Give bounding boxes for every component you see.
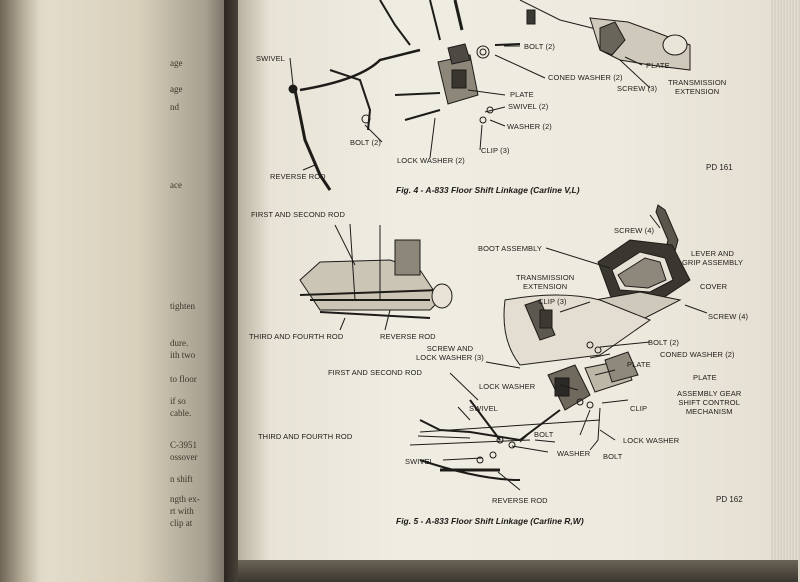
fig5-label-reverse-rod-bottom: REVERSE ROD bbox=[492, 496, 548, 505]
fig5-label-plate-2: PLATE bbox=[693, 373, 717, 382]
fig5-drawing bbox=[409, 204, 708, 491]
left-text-fragment: ngth ex- bbox=[170, 494, 200, 504]
fig4-label-reverse-rod: REVERSE ROD bbox=[270, 172, 326, 181]
page-stack-edge bbox=[770, 0, 800, 582]
fig4-label-coned-washer: CONED WASHER (2) bbox=[548, 73, 623, 82]
fig5-label-screw-lock-washer: SCREW AND LOCK WASHER (3) bbox=[416, 344, 484, 362]
fig5-label-first-second-rod-mid: FIRST AND SECOND ROD bbox=[328, 368, 422, 377]
fig5-label-third-fourth-rod-top: THIRD AND FOURTH ROD bbox=[249, 332, 344, 341]
left-text-fragment: nd bbox=[170, 102, 179, 112]
left-text-fragment: age bbox=[170, 58, 183, 68]
fig5-label-screw-right: SCREW (4) bbox=[708, 312, 749, 321]
left-text-fragment: rt with bbox=[170, 506, 194, 516]
fig5-label-swivel-mid: SWIVEL bbox=[469, 404, 498, 413]
fig4-label-bolt: BOLT (2) bbox=[524, 42, 555, 51]
fig5-pd-number: PD 162 bbox=[716, 495, 743, 504]
fig5-label-lock-washer-bottom: LOCK WASHER bbox=[623, 436, 680, 445]
left-text-fragment: tighten bbox=[170, 301, 195, 311]
fig4-label-plate-mid: PLATE bbox=[510, 90, 534, 99]
book-bottom-edge bbox=[238, 560, 798, 582]
fig5-label-lock-washer-mid: LOCK WASHER bbox=[479, 382, 536, 391]
left-text-fragment: ossover bbox=[170, 452, 198, 462]
fig4-label-plate-right: PLATE bbox=[646, 61, 670, 70]
fig5-label-screw-top: SCREW (4) bbox=[614, 226, 655, 235]
fig5-label-boot-assembly: BOOT ASSEMBLY bbox=[478, 244, 542, 253]
fig4-label-swivel-2: SWIVEL (2) bbox=[508, 102, 549, 111]
fig4-label-clip: CLIP (3) bbox=[481, 146, 510, 155]
fig5-label-bolt: BOLT (2) bbox=[648, 338, 679, 347]
fig5-label-lever-grip: LEVER AND GRIP ASSEMBLY bbox=[682, 249, 744, 267]
left-text-fragment: ace bbox=[170, 180, 182, 190]
fig5-label-clip-top: CLIP (3) bbox=[538, 297, 567, 306]
fig5-label-coned-washer: CONED WASHER (2) bbox=[660, 350, 735, 359]
left-text-fragment: C-3951 bbox=[170, 440, 197, 450]
fig5-label-assembly-gear: ASSEMBLY GEAR SHIFT CONTROL MECHANISM bbox=[677, 389, 742, 416]
fig5-label-first-second-rod-top: FIRST AND SECOND ROD bbox=[251, 210, 345, 219]
fig5-inset-drawing bbox=[299, 223, 453, 331]
fig4-label-lock-washer: LOCK WASHER (2) bbox=[397, 156, 465, 165]
fig5-label-cover: COVER bbox=[700, 282, 728, 291]
fig4-label-bolt-left: BOLT (2) bbox=[350, 138, 381, 147]
fig5-label-bolt-mid: BOLT bbox=[534, 430, 554, 439]
fig4-label-swivel: SWIVEL bbox=[256, 54, 285, 63]
left-text-fragment: ith two bbox=[170, 350, 196, 360]
fig4-label-washer: WASHER (2) bbox=[507, 122, 552, 131]
left-text-fragment: to floor bbox=[170, 374, 197, 384]
fig5-label-transmission-extension: TRANSMISSION EXTENSION bbox=[516, 273, 575, 291]
left-page: age age nd ace tighten dure. ith two to … bbox=[0, 0, 250, 582]
fig5-label-clip-right: CLIP bbox=[630, 404, 648, 413]
left-text-fragment: age bbox=[170, 84, 183, 94]
fig4-label-screw: SCREW (3) bbox=[617, 84, 658, 93]
left-page-edge bbox=[0, 0, 40, 582]
left-text-fragment: n shift bbox=[170, 474, 193, 484]
left-text-fragment: if so bbox=[170, 396, 186, 406]
left-text-fragment: clip at bbox=[170, 518, 193, 528]
left-text-fragment: dure. bbox=[170, 338, 189, 348]
fig4-label-transmission-extension: TRANSMISSION EXTENSION bbox=[668, 78, 727, 96]
left-text-fragment: cable. bbox=[170, 408, 192, 418]
fig4-drawing bbox=[288, 0, 691, 191]
fig5-label-bolt-bottom: BOLT bbox=[603, 452, 623, 461]
fig5-label-third-fourth-rod-bottom: THIRD AND FOURTH ROD bbox=[258, 432, 353, 441]
fig4-pd-number: PD 161 bbox=[706, 163, 733, 172]
fig5-caption: Fig. 5 - A-833 Floor Shift Linkage (Carl… bbox=[396, 516, 584, 526]
fig5-label-plate-1: PLATE bbox=[627, 360, 651, 369]
fig5-label-swivel-bottom: SWIVEL bbox=[405, 457, 434, 466]
fig5-label-washer: WASHER bbox=[557, 449, 591, 458]
fig4-caption: Fig. 4 - A-833 Floor Shift Linkage (Carl… bbox=[396, 185, 580, 195]
fig5-label-reverse-rod-top: REVERSE ROD bbox=[380, 332, 436, 341]
